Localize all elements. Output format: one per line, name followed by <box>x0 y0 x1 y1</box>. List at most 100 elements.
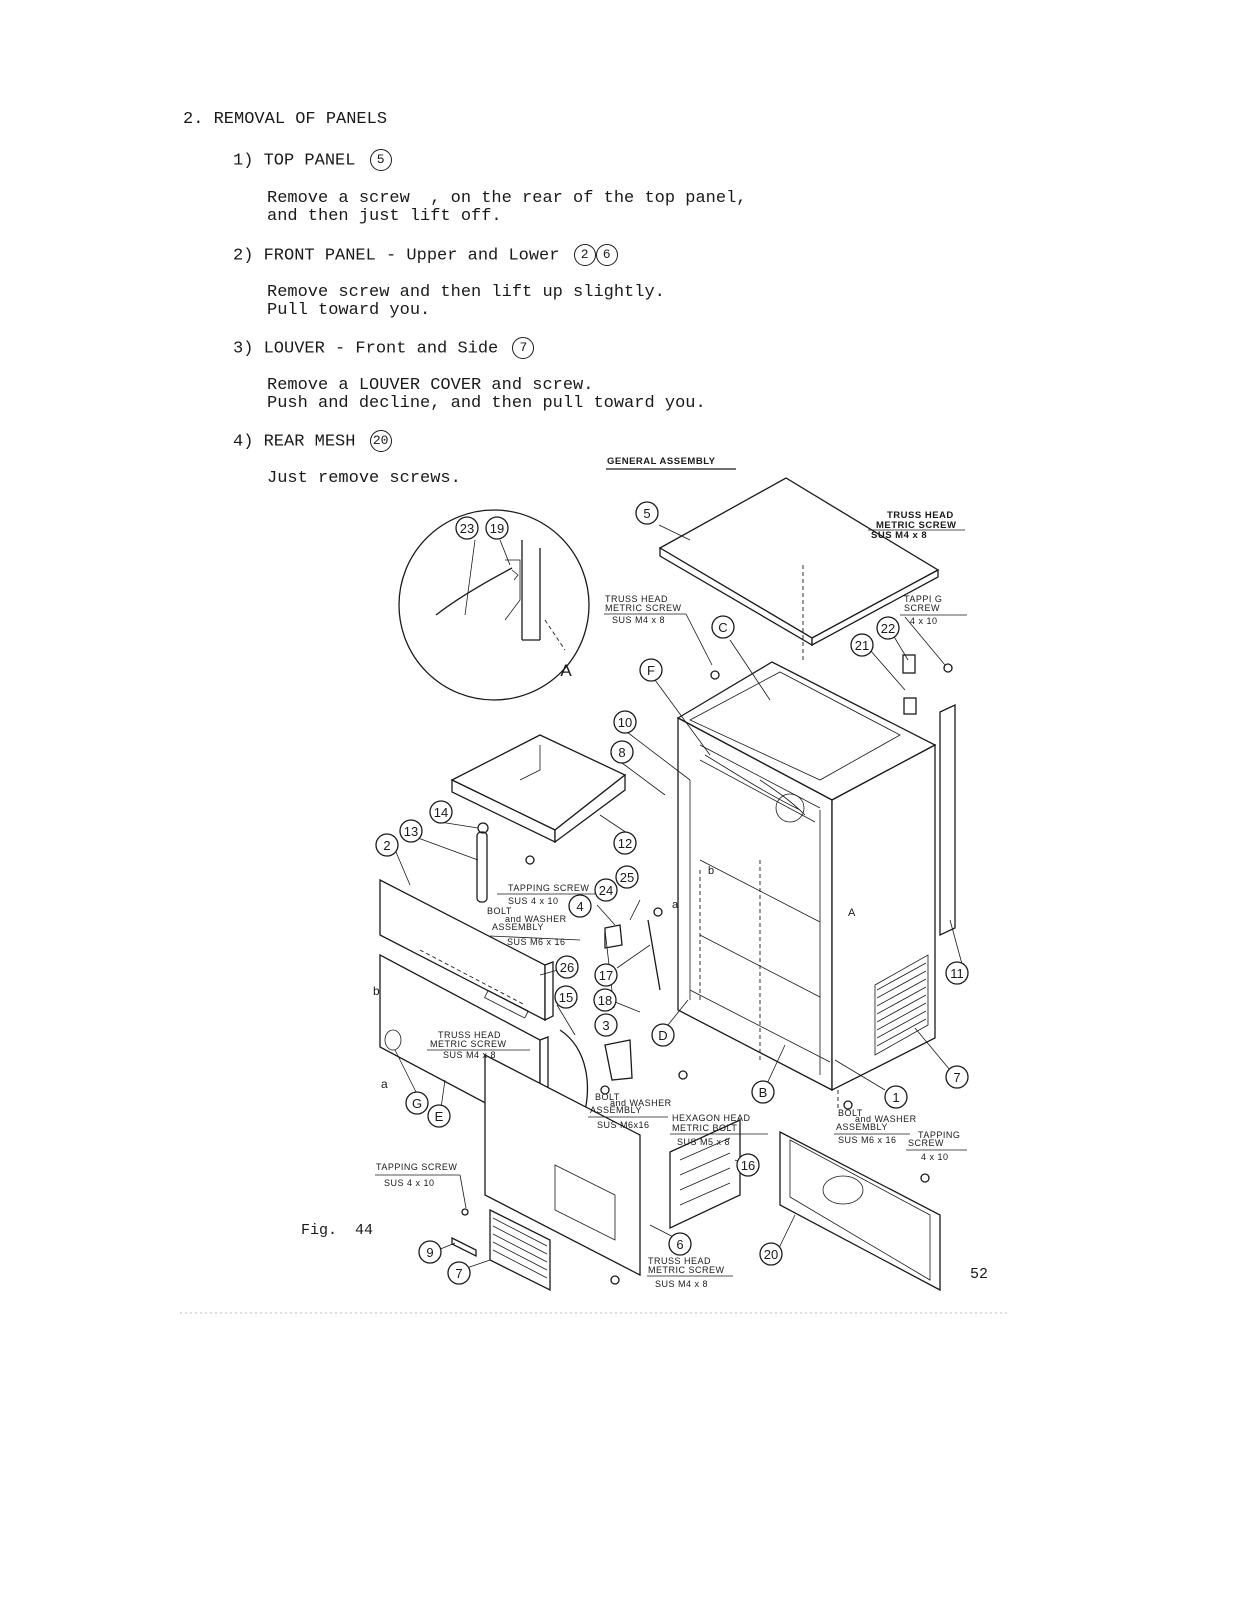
svg-text:SUS 4 x 10: SUS 4 x 10 <box>384 1178 435 1188</box>
svg-text:a: a <box>672 899 679 911</box>
detail-view-a: A <box>398 509 590 701</box>
callout-4: 4 <box>568 894 592 918</box>
callout-18: 18 <box>593 988 617 1012</box>
svg-text:and WASHER: and WASHER <box>855 1114 917 1124</box>
callout-f: F <box>639 658 663 682</box>
svg-text:13: 13 <box>404 824 418 839</box>
svg-text:E: E <box>435 1109 444 1124</box>
svg-text:SUS M6x16: SUS M6x16 <box>597 1120 650 1130</box>
upper-front-panel-2 <box>379 878 554 1022</box>
svg-text:and WASHER: and WASHER <box>505 914 567 924</box>
svg-text:5: 5 <box>643 506 650 521</box>
ref-circle-5: 5 <box>369 149 392 171</box>
callout-g: G <box>405 1091 429 1115</box>
svg-text:11: 11 <box>950 966 964 981</box>
detail-label: A <box>560 661 572 680</box>
callout-e: E <box>427 1104 451 1128</box>
item-1-body-line-1: Remove a screw , on the rear of the top … <box>267 189 747 208</box>
callout-6: 6 <box>668 1232 692 1256</box>
drip-tray-12 <box>450 734 627 844</box>
rear-mesh-20 <box>779 1130 941 1292</box>
svg-text:TRUSS HEAD: TRUSS HEAD <box>887 510 954 521</box>
callout-2: 2 <box>375 833 399 857</box>
callout-c: C <box>711 615 735 639</box>
svg-text:SUS 4 x 10: SUS 4 x 10 <box>508 896 559 906</box>
svg-text:b: b <box>373 984 380 998</box>
svg-text:METRIC BOLT: METRIC BOLT <box>672 1123 737 1133</box>
front-louver-7 <box>451 1208 551 1292</box>
svg-text:C: C <box>718 620 727 635</box>
callout-circles: 5 C F 10 8 22 21 23 19 14 13 2 12 25 24 … <box>375 501 969 1285</box>
svg-text:TAPPING SCREW: TAPPING SCREW <box>376 1162 457 1172</box>
louver-cover-8 <box>451 1236 477 1258</box>
ref-circle-6: 6 <box>595 244 618 266</box>
svg-text:METRIC SCREW: METRIC SCREW <box>605 603 682 613</box>
page-number: 52 <box>970 1266 989 1283</box>
svg-text:3: 3 <box>602 1018 609 1033</box>
callout-22: 22 <box>876 616 900 640</box>
item-3-heading: 3) LOUVER - Front and Side 7 <box>233 337 535 359</box>
svg-text:14: 14 <box>434 805 448 820</box>
svg-text:SCREW: SCREW <box>908 1138 944 1148</box>
svg-text:ASSEMBLY: ASSEMBLY <box>590 1105 642 1115</box>
item-4-body-line-1: Just remove screws. <box>267 469 461 488</box>
svg-text:8: 8 <box>618 745 625 760</box>
item-4-heading: 4) REAR MESH 20 <box>233 430 392 452</box>
svg-text:10: 10 <box>618 715 632 730</box>
cabinet-body <box>676 565 956 1110</box>
svg-text:TAPPI G: TAPPI G <box>904 594 942 604</box>
svg-text:4 x 10: 4 x 10 <box>910 616 938 626</box>
figure-caption: Fig. 44 <box>301 1222 374 1239</box>
svg-text:15: 15 <box>559 990 573 1005</box>
svg-text:25: 25 <box>620 870 634 885</box>
callout-12: 12 <box>613 831 637 855</box>
item-3-body-line-1: Remove a LOUVER COVER and screw. <box>267 376 594 395</box>
callout-10: 10 <box>613 710 637 734</box>
svg-text:SUS M4 x 8: SUS M4 x 8 <box>443 1050 496 1060</box>
svg-text:ASSEMBLY: ASSEMBLY <box>492 922 544 932</box>
svg-text:SUS M4 x 8: SUS M4 x 8 <box>871 530 927 541</box>
svg-text:1: 1 <box>892 1090 899 1105</box>
svg-text:SCREW: SCREW <box>904 603 940 613</box>
svg-text:18: 18 <box>598 993 612 1008</box>
callout-14: 14 <box>429 800 453 824</box>
svg-text:4 x 10: 4 x 10 <box>921 1152 949 1162</box>
svg-text:SUS M5 x 8: SUS M5 x 8 <box>677 1137 730 1147</box>
callout-21: 21 <box>850 633 874 657</box>
svg-text:19: 19 <box>490 521 504 536</box>
svg-text:SUS M6 x 16: SUS M6 x 16 <box>507 937 566 947</box>
callout-15: 15 <box>554 985 578 1009</box>
svg-text:2: 2 <box>383 838 390 853</box>
svg-text:BOLT: BOLT <box>487 906 512 916</box>
callout-20: 20 <box>759 1242 783 1266</box>
ref-circle-2: 2 <box>573 244 596 266</box>
svg-text:F: F <box>647 663 655 678</box>
svg-text:TAPPING: TAPPING <box>918 1130 960 1140</box>
svg-text:G: G <box>412 1096 422 1111</box>
svg-text:TRUSS HEAD: TRUSS HEAD <box>605 594 668 604</box>
callout-3: 3 <box>594 1013 618 1037</box>
svg-text:b: b <box>708 865 715 877</box>
svg-text:17: 17 <box>599 968 613 983</box>
item-3-body-line-2: Push and decline, and then pull toward y… <box>267 394 706 413</box>
svg-text:ASSEMBLY: ASSEMBLY <box>836 1122 888 1132</box>
svg-text:SUS M6 x 16: SUS M6 x 16 <box>838 1135 897 1145</box>
svg-text:a: a <box>381 1077 388 1091</box>
svg-text:7: 7 <box>953 1070 960 1085</box>
ref-circle-7: 7 <box>512 337 535 359</box>
svg-text:METRIC SCREW: METRIC SCREW <box>648 1265 725 1275</box>
item-2-body-line-1: Remove screw and then lift up slightly. <box>267 283 665 302</box>
svg-text:4: 4 <box>576 899 583 914</box>
callout-24: 24 <box>594 878 618 902</box>
svg-text:SUS M4 x 8: SUS M4 x 8 <box>612 615 665 625</box>
svg-text:21: 21 <box>855 638 869 653</box>
section-title: 2. REMOVAL OF PANELS <box>183 110 388 129</box>
svg-text:6: 6 <box>676 1237 683 1252</box>
diagram-title: GENERAL ASSEMBLY <box>607 456 716 467</box>
svg-text:BOLT: BOLT <box>838 1108 863 1118</box>
svg-text:SUS M4 x 8: SUS M4 x 8 <box>655 1279 708 1289</box>
callout-19: 19 <box>485 516 509 540</box>
callout-7-side: 7 <box>945 1065 969 1089</box>
svg-text:16: 16 <box>741 1158 755 1173</box>
